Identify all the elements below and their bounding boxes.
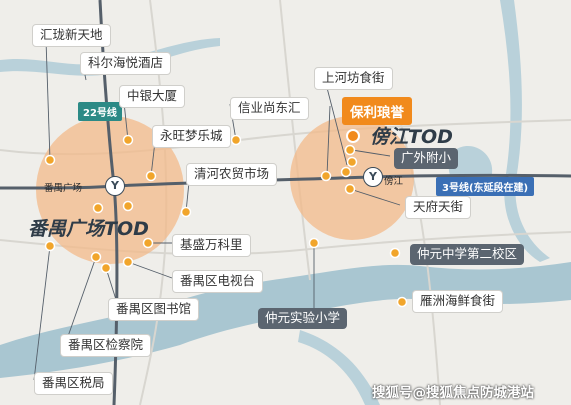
poi-label-zhongyuan2[interactable]: 仲元中学第二校区 bbox=[410, 244, 525, 265]
poi-label-jisheng[interactable]: 基盛万科里 bbox=[172, 234, 251, 257]
metro-line-3-label: 3号线(东延段在建) bbox=[436, 177, 535, 196]
poi-label-yanzhou[interactable]: 雁洲海鲜食街 bbox=[412, 290, 504, 313]
tod-label-panyu: 番禺广场TOD bbox=[28, 218, 149, 240]
poi-label-kerhai[interactable]: 科尔海悦酒店 bbox=[80, 52, 172, 75]
metro-line-22-label: 22号线 bbox=[78, 102, 122, 121]
poi-label-procuratorate[interactable]: 番禺区检察院 bbox=[60, 334, 152, 357]
station-label-bangjiang: 傍江 bbox=[384, 176, 404, 187]
station-label-panyu: 番禺广场 bbox=[44, 183, 83, 194]
project-name-badge[interactable]: 保利琅誉 bbox=[342, 97, 412, 125]
poi-label-tv[interactable]: 番禺区电视台 bbox=[172, 270, 264, 293]
poi-label-qinghe[interactable]: 清河农贸市场 bbox=[186, 163, 278, 186]
river-upper bbox=[0, 38, 220, 76]
poi-label-tax[interactable]: 番禺区税局 bbox=[34, 372, 113, 395]
poi-label-yongwang[interactable]: 永旺梦乐城 bbox=[152, 125, 231, 148]
poi-label-guangwai[interactable]: 广外附小 bbox=[394, 148, 459, 169]
metro-station-icon-panyu[interactable]: Y bbox=[105, 176, 125, 196]
metro-station-icon-bangjiang[interactable]: Y bbox=[363, 167, 383, 187]
river-south-branch bbox=[298, 330, 380, 405]
watermark: 搜狐号@搜狐焦点防城港站 bbox=[372, 385, 534, 401]
tod-label-bangjiang: 傍江TOD bbox=[370, 126, 453, 148]
poi-label-shanghefang[interactable]: 上河坊食街 bbox=[314, 67, 393, 90]
poi-label-zhongyin[interactable]: 中银大厦 bbox=[119, 85, 186, 108]
river-east bbox=[500, 0, 550, 262]
poi-label-xinye[interactable]: 信业尚东汇 bbox=[230, 97, 309, 120]
project-marker bbox=[346, 129, 360, 143]
poi-label-huilong[interactable]: 汇珑新天地 bbox=[32, 24, 111, 47]
poi-label-zhongyuan-exp[interactable]: 仲元实验小学 bbox=[258, 308, 348, 329]
poi-label-library[interactable]: 番禺区图书馆 bbox=[108, 298, 200, 321]
poi-label-tianfu[interactable]: 天府天街 bbox=[405, 196, 472, 219]
